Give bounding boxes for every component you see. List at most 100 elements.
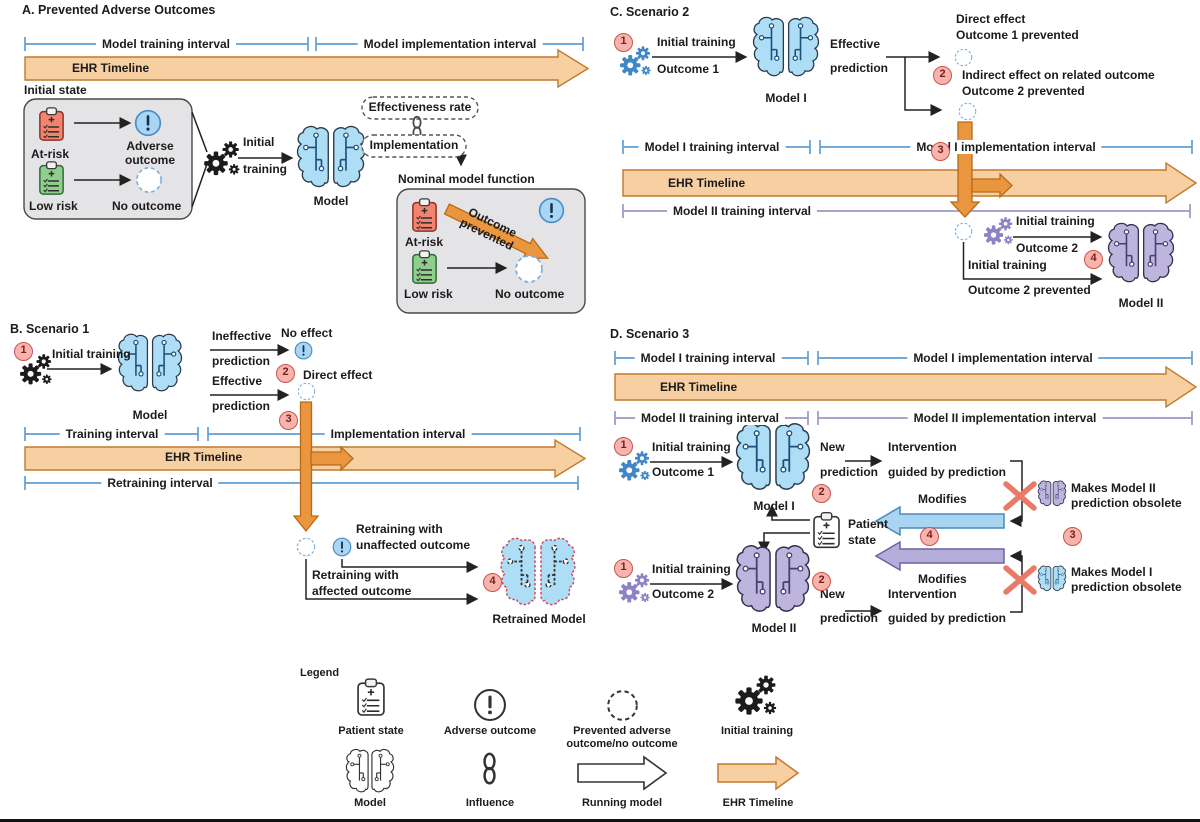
outcome-1-label: Outcome 1 [652, 465, 715, 479]
outcome-2-label: Outcome 2 [1016, 241, 1079, 255]
model-1-small-icon [1038, 566, 1066, 591]
direct-effect-label: Direct effect [303, 368, 373, 382]
intervention-label: Intervention [888, 440, 957, 454]
patient-state-icon [813, 511, 840, 549]
panel-b-title: B. Scenario 1 [10, 322, 90, 336]
interval-label: Model I implementation interval [910, 140, 1102, 155]
step-1-badge: 1 [614, 437, 633, 456]
model-icon [298, 126, 365, 186]
modifies-label: Modifies [918, 492, 967, 506]
no-outcome-icon [515, 255, 543, 283]
no-outcome-icon [136, 167, 162, 193]
step-1-badge: 1 [614, 33, 633, 52]
interval-label: Model training interval [95, 37, 237, 52]
panel-d-graphics [614, 351, 1198, 617]
adverse-outcome-label: Adverse outcome [124, 139, 175, 168]
interval-label: Model I training interval [634, 351, 782, 366]
low-risk-label: Low risk [29, 199, 78, 213]
step-3-badge: 3 [931, 142, 950, 161]
legend-graphics [346, 676, 800, 792]
at-risk-patient-icon [39, 107, 64, 141]
initial-training-label: training [243, 162, 287, 176]
model-label: Model [132, 408, 168, 422]
intervention-label: guided by prediction [888, 465, 1007, 479]
step-2-badge: 2 [812, 484, 831, 503]
retraining-unaffected-label: unaffected outcome [356, 538, 471, 552]
interval-label: Model II training interval [666, 204, 818, 219]
retrained-model-label: Retrained Model [492, 612, 586, 626]
implementation-box [361, 134, 467, 158]
patient-state-label: state [848, 533, 877, 547]
modifies-label: Modifies [918, 572, 967, 586]
model-2-label: Model II [751, 621, 797, 635]
adverse-outcome-icon [134, 109, 162, 137]
new-prediction-label: prediction [820, 611, 879, 625]
ehr-timeline-label: EHR Timeline [660, 380, 738, 394]
adverse-outcome-icon [332, 537, 352, 557]
nominal-function-box [396, 188, 586, 314]
interval-label: Implementation interval [324, 427, 472, 442]
new-prediction-label: New [820, 440, 845, 454]
initial-training-label: Initial training [652, 440, 731, 454]
outcome-1-label: Outcome 1 [657, 62, 720, 76]
outcome-1-prevented-label: Outcome 1 prevented [956, 28, 1079, 42]
step-3-badge: 3 [279, 411, 298, 430]
initial-training-label: Initial training [657, 35, 736, 49]
running-model-branch-arrow [971, 172, 1013, 199]
makes-model-2-obsolete-label: Makes Model II [1071, 481, 1156, 495]
initial-training-label: Initial training [968, 258, 1047, 272]
interval-label: Model II training interval [634, 411, 786, 426]
effective-prediction-label: Effective [830, 37, 881, 51]
modifies-arrow-blue [874, 505, 1005, 537]
ehr-timeline-arrow [614, 365, 1198, 409]
prevented-outcome-icon [954, 222, 973, 241]
ehr-timeline-arrow [622, 161, 1198, 205]
no-outcome-label: No outcome [112, 199, 182, 213]
model-1-icon [737, 424, 810, 489]
outcome-2-prevented-label: Outcome 2 prevented [962, 84, 1085, 98]
step-4-badge: 4 [1084, 250, 1103, 269]
step-1-badge: 1 [14, 342, 33, 361]
outcome-2-label: Outcome 2 [652, 587, 715, 601]
interval-label: Model implementation interval [357, 37, 543, 52]
adverse-outcome-icon [473, 688, 507, 722]
no-effect-label: No effect [281, 326, 333, 340]
retraining-affected-label: affected outcome [312, 584, 412, 598]
effective-prediction-label: Effective [212, 374, 263, 388]
at-risk-label: At-risk [31, 147, 70, 161]
model-2-label: Model II [1118, 296, 1164, 310]
model-2-small-icon [1038, 481, 1066, 506]
ehr-timeline-icon [717, 755, 800, 791]
influence-icon [483, 752, 496, 785]
effective-prediction-label: prediction [212, 399, 271, 413]
low-risk-label: Low risk [404, 287, 453, 301]
interval-label: Model I training interval [638, 140, 786, 155]
legend-model-label: Model [354, 797, 386, 809]
running-model-branch-arrow [310, 445, 354, 472]
prevented-outcome-icon [607, 690, 638, 721]
at-risk-label: At-risk [405, 235, 444, 249]
low-risk-patient-icon [412, 250, 437, 284]
x-mark-icon [1003, 481, 1037, 511]
step-1-badge: 1 [614, 559, 633, 578]
running-model-icon [577, 755, 668, 791]
retraining-affected-label: Retraining with [312, 568, 399, 582]
retraining-unaffected-label: Retraining with [356, 522, 443, 536]
patient-state-label: Patient [848, 517, 889, 531]
direct-effect-label: Direct effect [956, 12, 1026, 26]
makes-model-1-obsolete-label: Makes Model I [1071, 565, 1153, 579]
initial-state-label: Initial state [24, 83, 87, 97]
interval-label: Model II implementation interval [907, 411, 1103, 426]
ehr-timeline-arrow [24, 48, 590, 89]
retrained-model-icon [501, 538, 575, 604]
legend-prevented-outcome-label: Prevented adverse outcome/no outcome [566, 725, 678, 750]
modifies-arrow-purple [874, 540, 1005, 572]
ineffective-prediction-label: Ineffective [212, 329, 272, 343]
prevented-outcome-icon [296, 537, 316, 557]
panel-a-graphics [23, 37, 590, 314]
bottom-border [0, 819, 1200, 822]
step-3-badge: 3 [1063, 527, 1082, 546]
legend-ehr-timeline-label: EHR Timeline [722, 797, 794, 809]
intervention-label: guided by prediction [888, 611, 1007, 625]
new-prediction-label: New [820, 587, 845, 601]
